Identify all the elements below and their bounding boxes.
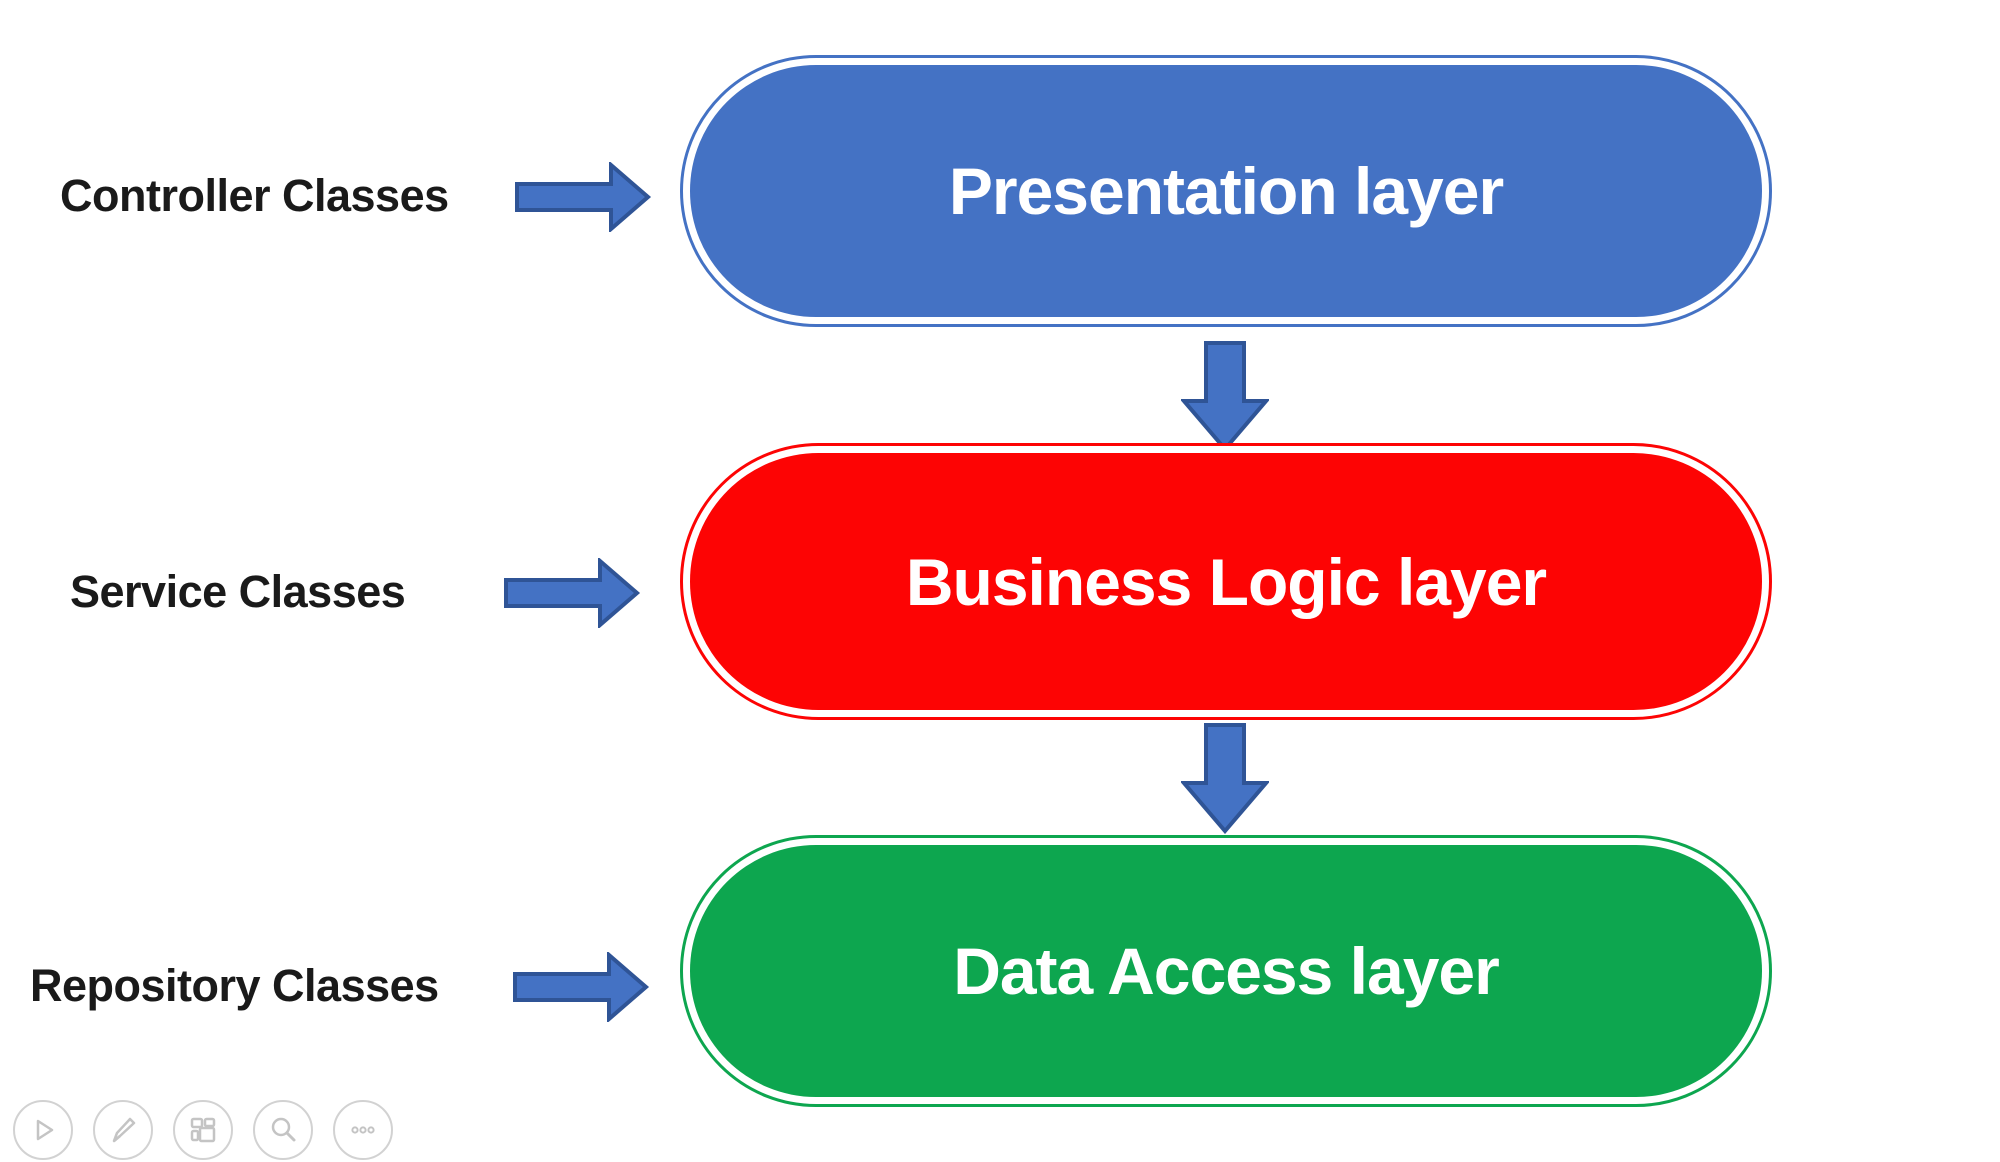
magnifier-icon: [271, 1117, 296, 1142]
pill-presentation-layer: Presentation layer: [680, 55, 1772, 327]
zoom-slide-button[interactable]: [253, 1100, 313, 1160]
right-arrow-icon: [513, 952, 650, 1022]
label-controller-classes: Controller Classes: [60, 170, 449, 221]
right-arrow-shape: [504, 558, 641, 628]
right-arrow-shape: [515, 162, 652, 232]
pill-data-access-layer: Data Access layer: [680, 835, 1772, 1107]
slides-grid-icon: [190, 1117, 216, 1143]
pill-presentation-layer-text: Presentation layer: [948, 154, 1504, 228]
right-arrow-icon: [504, 558, 641, 628]
pill-presentation-layer-fill: Presentation layer: [690, 65, 1762, 317]
ellipsis-icon: [351, 1126, 375, 1134]
label-service-classes: Service Classes: [70, 566, 406, 617]
slideshow-toolbar: [13, 1100, 393, 1160]
pen-tools-button[interactable]: [93, 1100, 153, 1160]
down-arrow-shape: [1181, 341, 1269, 452]
down-arrow-shape: [1181, 723, 1269, 834]
next-slide-button[interactable]: [13, 1100, 73, 1160]
down-arrow-icon: [1181, 723, 1269, 834]
label-repository-classes: Repository Classes: [30, 960, 439, 1011]
pill-business-logic-layer: Business Logic layer: [680, 443, 1772, 720]
right-arrow-shape: [513, 952, 650, 1022]
right-arrow-icon: [515, 162, 652, 232]
pen-icon: [112, 1117, 136, 1143]
pill-data-access-layer-text: Data Access layer: [953, 934, 1500, 1008]
more-options-button[interactable]: [333, 1100, 393, 1160]
see-all-slides-button[interactable]: [173, 1100, 233, 1160]
play-icon: [36, 1119, 54, 1141]
pill-business-logic-layer-fill: Business Logic layer: [690, 453, 1762, 710]
pill-business-logic-layer-text: Business Logic layer: [905, 544, 1547, 619]
pill-data-access-layer-fill: Data Access layer: [690, 845, 1762, 1097]
down-arrow-icon: [1181, 341, 1269, 452]
